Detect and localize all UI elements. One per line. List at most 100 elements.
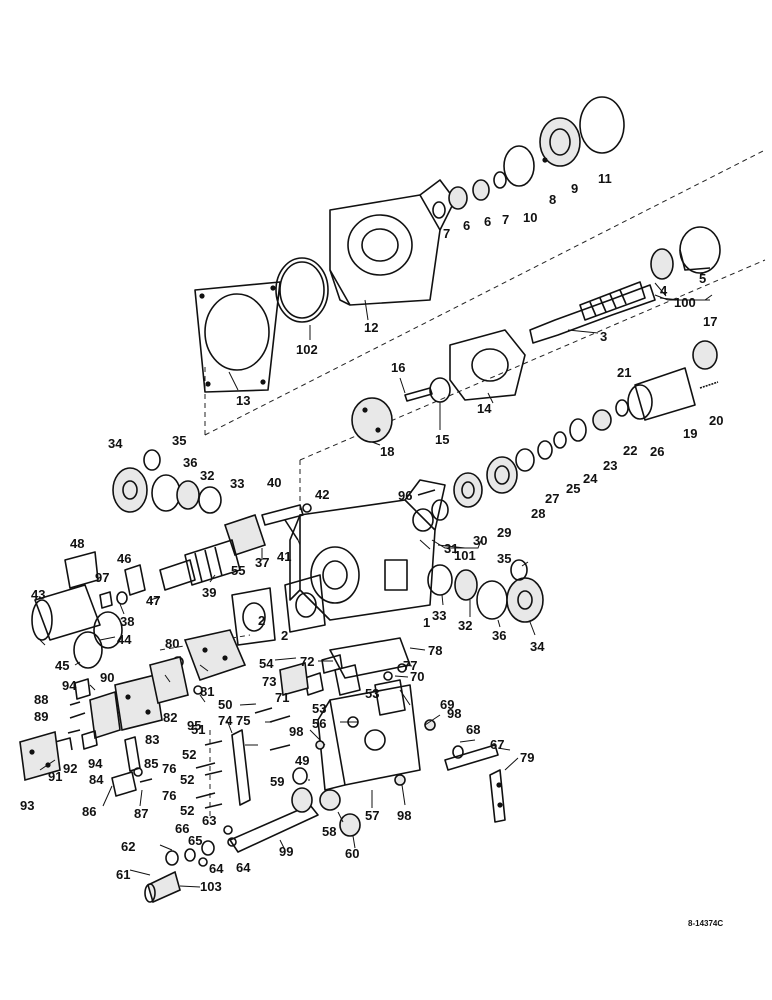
spool-37 [223,513,267,557]
callout-38: 38 [120,614,134,629]
washer-24 [553,431,567,449]
bushing-6a [448,186,468,210]
callout-16: 16 [391,360,405,375]
fitting-86 [111,771,137,797]
washer-15 [429,377,451,403]
seal-cap-9 [539,117,581,167]
cover-73 [279,661,309,697]
washer-27 [515,448,535,472]
callout-labels: 1 2 2 3 4 5 6 6 7 7 8 9 10 11 12 13 14 1… [20,171,723,894]
callout-39: 39 [202,585,216,600]
callout-56: 56 [312,716,326,731]
callout-55: 55 [231,563,245,578]
callout-78: 78 [428,643,442,658]
end-cap-34-right [506,577,544,623]
bearing-32-right [454,569,478,601]
sleeve-22 [592,409,612,431]
callout-61: 61 [116,867,130,882]
callout-6a: 6 [463,218,470,233]
body-90 [89,690,121,740]
washer-64b [198,857,208,867]
callout-62: 62 [121,839,135,854]
spring-20 [699,381,719,389]
callout-8: 8 [549,192,556,207]
gasket-plate-13 [194,281,281,393]
plug-97 [99,591,113,609]
callout-94b: 94 [88,756,103,771]
pin-52b [204,770,223,776]
callout-96: 96 [398,488,412,503]
spool-99 [229,787,319,853]
callout-87: 87 [134,806,148,821]
callout-69: 69 [440,697,454,712]
callout-2a: 2 [258,613,265,628]
callout-43: 43 [31,587,45,602]
cover-93 [19,730,61,782]
callout-63: 63 [202,813,216,828]
cylinder-19 [627,367,696,421]
callout-1: 1 [423,615,430,630]
callout-25: 25 [566,481,580,496]
callout-27: 27 [545,491,559,506]
callout-35b: 35 [497,551,511,566]
callout-90: 90 [100,670,114,685]
callout-11: 11 [598,171,612,186]
callout-75: 75 [236,713,250,728]
bearing-cup-5 [679,226,721,274]
valve-cover-82 [114,674,163,731]
callout-65: 65 [188,833,202,848]
plug-103 [144,870,181,904]
pin-41 [284,519,299,541]
callout-81: 81 [200,684,214,699]
pin-91 [54,737,73,751]
callout-59: 59 [270,774,284,789]
callout-7b: 7 [502,212,509,227]
spring-66 [201,840,215,856]
callout-14: 14 [477,401,492,416]
ring-87 [139,778,153,783]
callout-44: 44 [117,632,132,647]
race-30 [431,499,449,521]
bearing-29 [453,472,483,508]
callout-19: 19 [683,426,697,441]
pin-94-bottom [81,730,98,750]
callout-34a: 34 [108,436,123,451]
callout-95: 95 [187,718,201,733]
callout-37: 37 [255,555,269,570]
callout-34b: 34 [530,639,545,654]
callout-66: 66 [175,821,189,836]
callout-29: 29 [497,525,511,540]
pin-50 [254,707,273,714]
callout-103: 103 [200,879,222,894]
callout-13: 13 [236,393,250,408]
callout-30: 30 [473,533,487,548]
cap-72 [321,654,343,674]
bracket-74 [231,729,251,806]
pin-49 [269,744,291,751]
callout-98c: 98 [397,808,411,823]
pump-housing-12 [329,179,456,306]
callout-74: 74 [218,713,233,728]
pump-body-54 [183,629,247,682]
plug-98-lower [394,774,406,786]
callout-32a: 32 [200,468,214,483]
o-ring-35-right [510,559,528,581]
cup-31 [412,508,434,532]
callout-48: 48 [70,536,84,551]
seat-65 [184,848,196,862]
callout-15: 15 [435,432,449,447]
end-cap-34-left [112,467,148,513]
pin-52a [204,740,223,746]
callout-24: 24 [583,471,598,486]
callout-36a: 36 [183,455,197,470]
washer-25 [537,440,553,460]
o-ring-35-left [143,449,161,471]
pin-46 [124,564,146,596]
callout-9: 9 [571,181,578,196]
pin-88 [69,701,81,706]
cylinder-43 [31,584,101,641]
pin-96 [417,489,436,496]
callout-52b: 52 [180,772,194,787]
cup-33-right [427,564,453,596]
callout-36b: 36 [492,628,506,643]
